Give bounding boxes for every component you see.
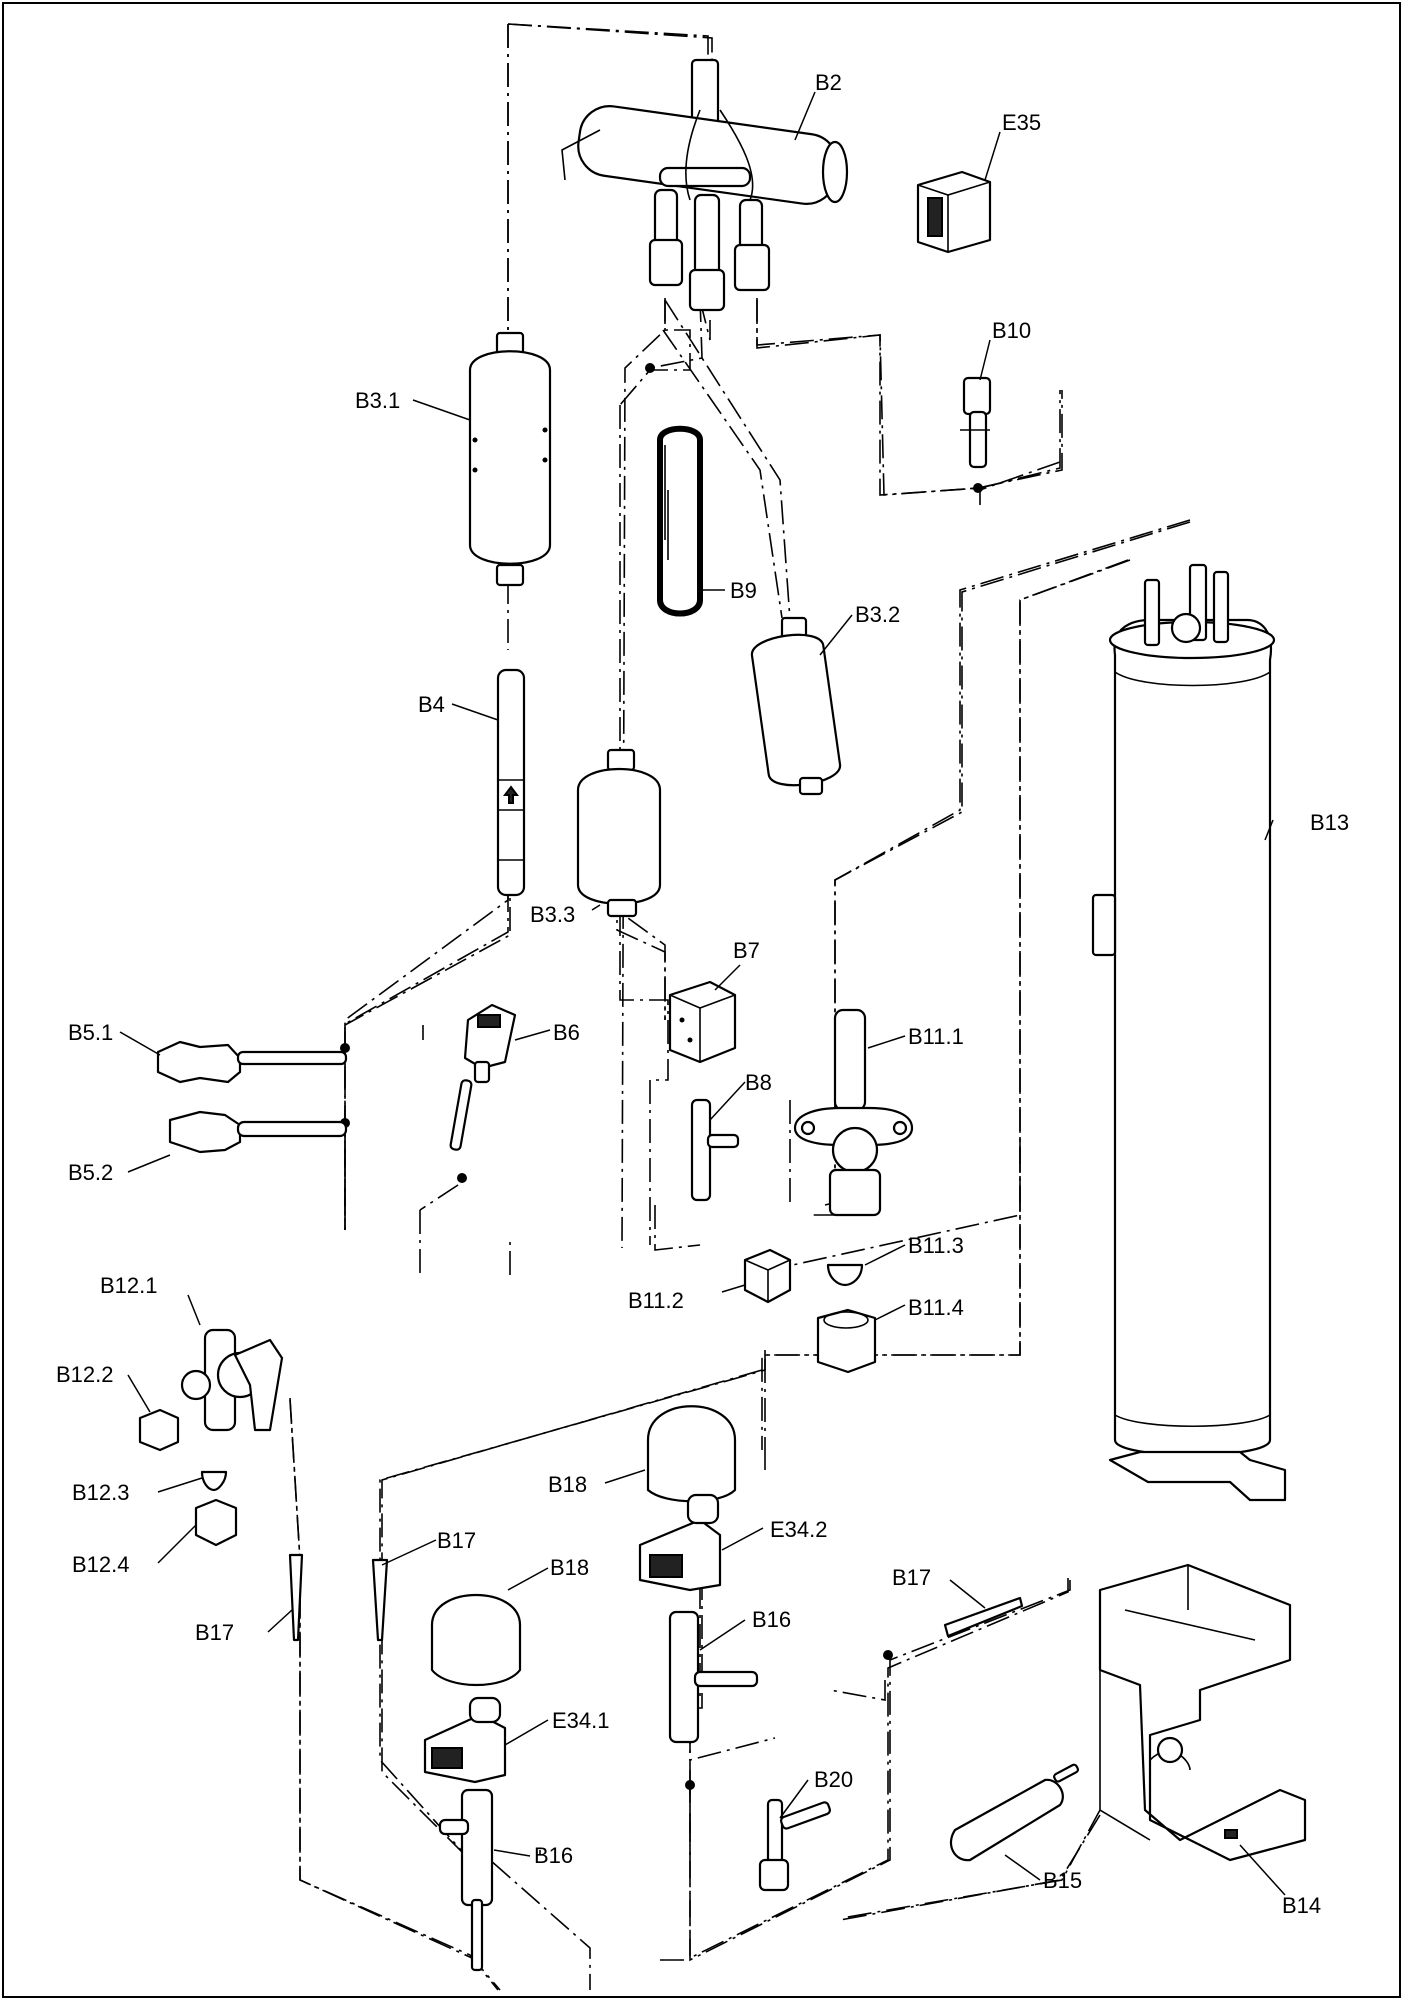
label-b11-1: B11.1 [908,1024,964,1049]
part-b3-1-muffler [468,331,552,587]
part-b9-loop [657,425,703,617]
part-b18-lower-cap [430,1594,522,1686]
junction-dot [645,363,655,373]
part-b3-3-muffler [576,748,662,918]
part-b20-tube [758,1798,832,1892]
part-b15-filter [949,1763,1079,1862]
part-b5-2-sensor [168,1110,348,1154]
label-b8: B8 [745,1070,772,1095]
label-b16-lower: B16 [534,1843,573,1868]
junction-dot [457,1173,467,1183]
part-b14-bracket [1098,1563,1307,1862]
label-b6: B6 [553,1020,580,1045]
part-b3-2-muffler [750,616,842,796]
part-e34-2-coil [638,1493,722,1592]
label-b15: B15 [1043,1868,1082,1893]
part-b4-tube [496,668,526,897]
part-b11-4-nut [816,1308,877,1374]
label-b3-1: B3.1 [355,388,400,413]
label-b10: B10 [992,318,1031,343]
part-b8-tube [690,1098,740,1202]
label-b20: B20 [814,1767,853,1792]
part-labels: B2 E35 B10 B3.1 B9 B3.2 B4 B13 B3.3 B7 B… [56,70,1349,1918]
part-b11-2-hex-cap [743,1248,792,1304]
label-b16-upper: B16 [752,1607,791,1632]
junction-dot [685,1780,695,1790]
part-b16-upper-valve [668,1610,759,1744]
label-b17-mid: B17 [437,1528,476,1553]
part-b17-left-pin [288,1553,304,1642]
part-b2-four-way-valve [561,58,849,312]
part-b6-sensor [449,1003,517,1151]
label-b12-4: B12.4 [72,1552,130,1577]
junction-dot [883,1650,893,1660]
part-e34-1-coil [423,1696,507,1784]
part-b11-1-service-valve [793,1008,914,1217]
part-b12-3-cap [200,1470,228,1492]
label-e34-2: E34.2 [770,1517,828,1542]
label-b12-1: B12.1 [100,1273,158,1298]
label-b13: B13 [1310,810,1349,835]
label-b3-3: B3.3 [530,902,575,927]
label-b4: B4 [418,692,445,717]
part-b10-valve [960,376,992,469]
part-b7-coil [668,980,737,1064]
label-b9: B9 [730,578,757,603]
label-b12-3: B12.3 [72,1480,130,1505]
label-b11-2: B11.2 [628,1288,684,1313]
label-b14: B14 [1282,1893,1321,1918]
label-b18-upper: B18 [548,1472,587,1497]
junction-dots [340,363,983,1790]
label-b17-right: B17 [892,1565,931,1590]
label-b5-2: B5.2 [68,1160,113,1185]
part-b12-4-nut [194,1498,238,1547]
label-b2: B2 [815,70,842,95]
label-b3-2: B3.2 [855,602,900,627]
part-b11-3-cap [826,1263,864,1287]
label-b5-1: B5.1 [68,1020,113,1045]
leader-lines [119,91,1286,1896]
label-b18-lower: B18 [550,1555,589,1580]
junction-dot [973,483,983,493]
label-e35: E35 [1002,110,1041,135]
part-b16-lower-valve [438,1788,494,1972]
part-b17-mid-pin [371,1558,389,1642]
connection-lines [289,23,1221,1991]
part-b17-right-pin [943,1596,1024,1638]
label-b11-3: B11.3 [908,1233,964,1258]
junction-dot [340,1043,350,1053]
label-b11-4: B11.4 [908,1295,964,1320]
part-b5-1-sensor [156,1040,348,1084]
part-e35-coil [916,170,992,254]
label-b12-2: B12.2 [56,1362,114,1387]
label-b7: B7 [733,938,760,963]
routing-lines [289,23,1191,1991]
label-e34-1: E34.1 [552,1708,610,1733]
label-b17-left: B17 [195,1620,234,1645]
part-b18-upper-cap [646,1405,737,1503]
part-b12-1-service-valve [180,1328,284,1432]
part-b13-accumulator [1091,563,1287,1502]
part-b12-2-hex-cap [138,1408,180,1452]
